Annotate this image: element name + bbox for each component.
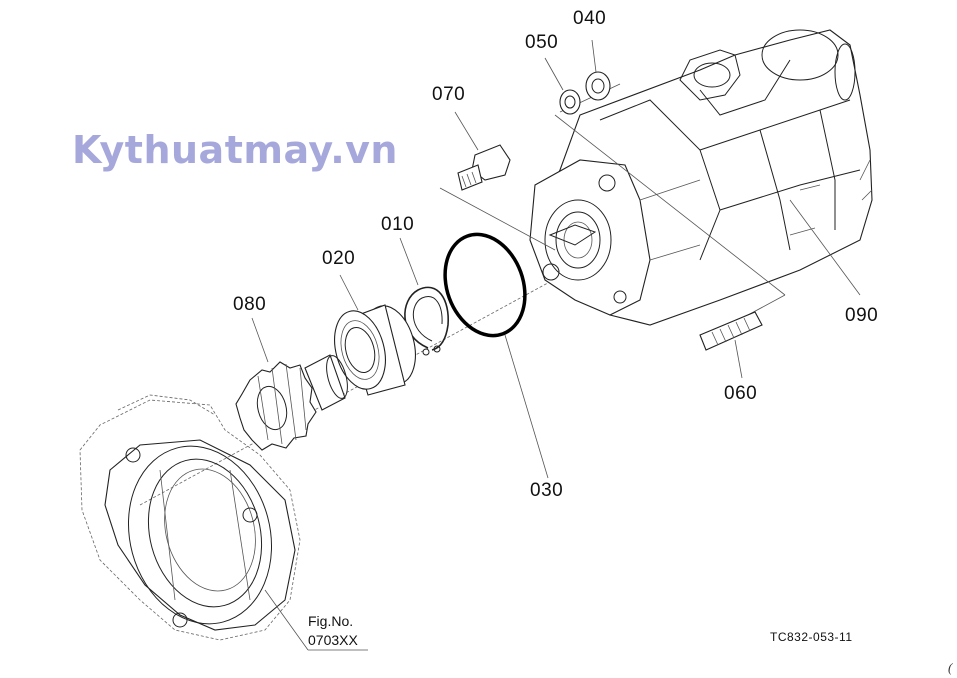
part-label-020: 020 bbox=[322, 248, 356, 269]
snap-ring-010 bbox=[399, 237, 449, 356]
figure-number: 0703XX bbox=[308, 632, 358, 648]
part-label-080: 080 bbox=[233, 294, 267, 315]
housing-flange bbox=[79, 394, 368, 651]
part-label-010: 010 bbox=[381, 214, 415, 235]
nut-040 bbox=[585, 39, 611, 101]
corner-mark: ( bbox=[948, 660, 953, 675]
stud-060 bbox=[699, 311, 763, 379]
leader-090 bbox=[789, 199, 861, 296]
figure-caption: Fig.No. 0703XX bbox=[308, 612, 358, 650]
leader-body-bracket bbox=[554, 114, 786, 296]
reference-code: TC832-053-11 bbox=[770, 630, 853, 644]
bearing-020 bbox=[334, 274, 416, 396]
figure-caption-label: Fig.No. bbox=[308, 613, 354, 629]
part-label-040: 040 bbox=[573, 8, 607, 29]
bolt-070 bbox=[454, 111, 511, 191]
gear-shaft-080 bbox=[235, 317, 348, 451]
part-label-070: 070 bbox=[432, 84, 466, 105]
part-label-060: 060 bbox=[724, 383, 758, 404]
part-label-030: 030 bbox=[530, 480, 564, 501]
part-label-050: 050 bbox=[525, 32, 559, 53]
o-ring-030 bbox=[443, 232, 549, 479]
leader-070 bbox=[439, 187, 556, 251]
pump-body-090 bbox=[529, 29, 873, 326]
part-label-090: 090 bbox=[845, 305, 879, 326]
washer-050 bbox=[544, 57, 581, 115]
